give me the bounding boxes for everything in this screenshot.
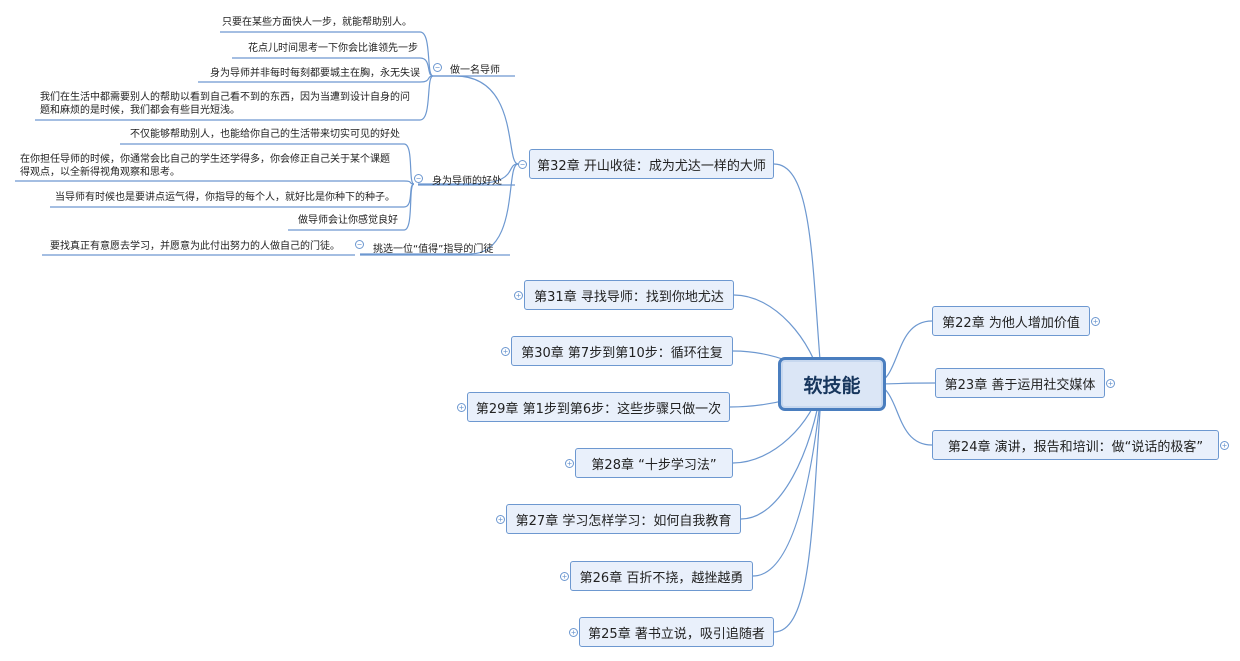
connector-subtopic bbox=[433, 75, 519, 165]
connector-leaf bbox=[288, 183, 415, 231]
expand-toggle-ch23[interactable]: + bbox=[1106, 379, 1115, 388]
leaf-text: 要找真正有意愿去学习，并愿意为此付出努力的人做自己的门徒。 bbox=[50, 241, 340, 252]
expand-toggle-ch24[interactable]: + bbox=[1220, 441, 1229, 450]
subtopic-be-a-mentor[interactable]: 做一名导师 bbox=[450, 65, 500, 76]
leaf-text: 我们在生活中都需要别人的帮助以看到自己看不到的东西，因为当遭到设计自身的问题和麻… bbox=[40, 92, 410, 116]
leaf-text: 在你担任导师的时候，你通常会比自己的学生还学得多，你会修正自己关于某个课题得观点… bbox=[20, 154, 390, 178]
expand-toggle-ch25[interactable]: + bbox=[569, 628, 578, 637]
collapse-toggle-be-a-mentor[interactable]: − bbox=[433, 63, 442, 72]
root-node[interactable]: 软技能 bbox=[778, 357, 886, 411]
collapse-toggle-ch32[interactable]: − bbox=[518, 160, 527, 169]
expand-toggle-ch27[interactable]: + bbox=[496, 515, 505, 524]
connector-leaf bbox=[198, 75, 434, 83]
connector-leaf bbox=[35, 75, 434, 121]
leaf-text: 身为导师并非每时每刻都要城主在胸，永无失误 bbox=[210, 68, 420, 79]
connector-subtopic bbox=[360, 163, 519, 255]
connector-left bbox=[752, 383, 823, 577]
expand-toggle-ch28[interactable]: + bbox=[565, 459, 574, 468]
left-branch-ch28[interactable]: 第28章 “十步学习法” bbox=[575, 448, 733, 478]
leaf-text: 花点儿时间思考一下你会比谁领先一步 bbox=[248, 43, 418, 54]
left-branch-ch25[interactable]: 第25章 著书立说，吸引追随者 bbox=[579, 617, 774, 647]
right-branch-ch23[interactable]: 第23章 善于运用社交媒体 bbox=[935, 368, 1105, 398]
connector-subtopic bbox=[418, 163, 519, 185]
leaf-text: 只要在某些方面快人一步，就能帮助别人。 bbox=[222, 17, 412, 28]
collapse-toggle-choose-disciple[interactable]: − bbox=[355, 240, 364, 249]
connector-left bbox=[773, 163, 823, 385]
right-branch-ch22[interactable]: 第22章 为他人增加价值 bbox=[932, 306, 1090, 336]
left-branch-ch26[interactable]: 第26章 百折不挠，越挫越勇 bbox=[570, 561, 753, 591]
connector-left bbox=[773, 383, 823, 633]
expand-toggle-ch22[interactable]: + bbox=[1091, 317, 1100, 326]
connector-leaf bbox=[15, 180, 415, 185]
connector-leaf bbox=[232, 57, 434, 77]
left-branch-ch27[interactable]: 第27章 学习怎样学习：如何自我教育 bbox=[506, 504, 741, 534]
expand-toggle-ch26[interactable]: + bbox=[560, 572, 569, 581]
leaf-text: 不仅能够帮助别人，也能给你自己的生活带来切实可见的好处 bbox=[130, 129, 400, 140]
expand-toggle-ch30[interactable]: + bbox=[501, 347, 510, 356]
expand-toggle-ch31[interactable]: + bbox=[514, 291, 523, 300]
leaf-text: 当导师有时候也是要讲点运气得，你指导的每个人，就好比是你种下的种子。 bbox=[55, 192, 395, 203]
left-branch-ch32[interactable]: 第32章 开山收徒：成为尤达一样的大师 bbox=[529, 149, 774, 179]
right-branch-ch24[interactable]: 第24章 演讲，报告和培训：做“说话的极客” bbox=[932, 430, 1219, 460]
expand-toggle-ch29[interactable]: + bbox=[457, 403, 466, 412]
left-branch-ch30[interactable]: 第30章 第7步到第10步：循环往复 bbox=[511, 336, 733, 366]
connector-leaf bbox=[120, 143, 415, 185]
leaf-text: 做导师会让你感觉良好 bbox=[298, 215, 398, 226]
subtopic-choose-disciple[interactable]: 挑选一位“值得”指导的门徒 bbox=[373, 244, 494, 255]
left-branch-ch29[interactable]: 第29章 第1步到第6步：这些步骤只做一次 bbox=[467, 392, 730, 422]
subtopic-mentor-benefits[interactable]: 身为导师的好处 bbox=[432, 176, 502, 187]
collapse-toggle-mentor-benefits[interactable]: − bbox=[414, 174, 423, 183]
left-branch-ch31[interactable]: 第31章 寻找导师：找到你地尤达 bbox=[524, 280, 734, 310]
